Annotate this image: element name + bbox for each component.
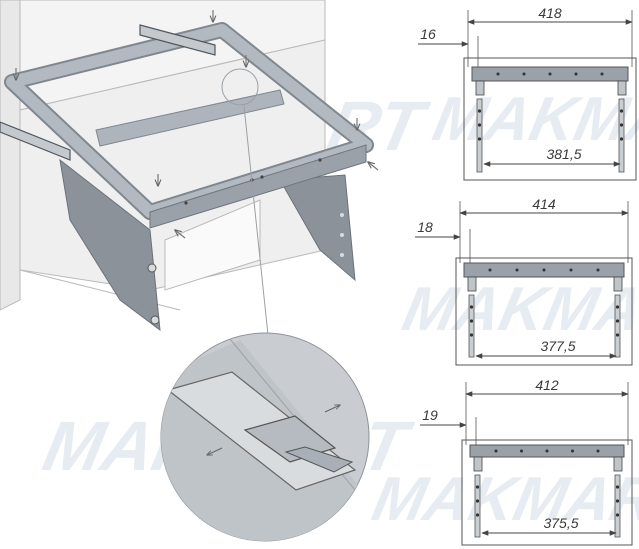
overall-width-label: 414 (532, 196, 556, 212)
offset-label: 19 (422, 407, 438, 423)
inner-width-label: 381,5 (546, 146, 581, 162)
overall-width-label: 418 (538, 5, 562, 21)
watermark: MAKMART (367, 465, 639, 534)
side-plate-right (279, 174, 356, 282)
callout-leader (243, 105, 269, 336)
zoom-detail (160, 332, 370, 542)
detail-callout-circle (221, 68, 259, 106)
watermark: MAKMART (397, 275, 639, 344)
diagonal-arrow-icon (175, 162, 379, 239)
latch-tab (284, 446, 354, 473)
front-views: 418 16 381,5 414 18 377,5 412 19 375,5 (415, 5, 637, 546)
front-view-2: 414 18 377,5 (415, 196, 633, 366)
front-view-3: 412 19 375,5 (420, 377, 633, 546)
inner-width-label: 375,5 (543, 515, 578, 531)
watermark: MAKMART (427, 85, 639, 154)
runner-rail (0, 24, 216, 161)
motion-arrow-icon (207, 405, 340, 455)
overall-width-label: 412 (535, 377, 559, 393)
side-plate-left (59, 158, 161, 332)
down-arrow-icon (16, 10, 357, 186)
inner-width-label: 377,5 (540, 338, 575, 354)
cabinet-outline (455, 257, 633, 366)
front-view-1: 418 16 381,5 (418, 5, 637, 181)
offset-label: 16 (420, 26, 436, 42)
cabinet-outline (461, 439, 633, 546)
isometric-view (0, 0, 379, 336)
offset-label: 18 (417, 219, 433, 235)
drawer-frame (4, 22, 374, 229)
cabinet-outline (463, 57, 637, 181)
